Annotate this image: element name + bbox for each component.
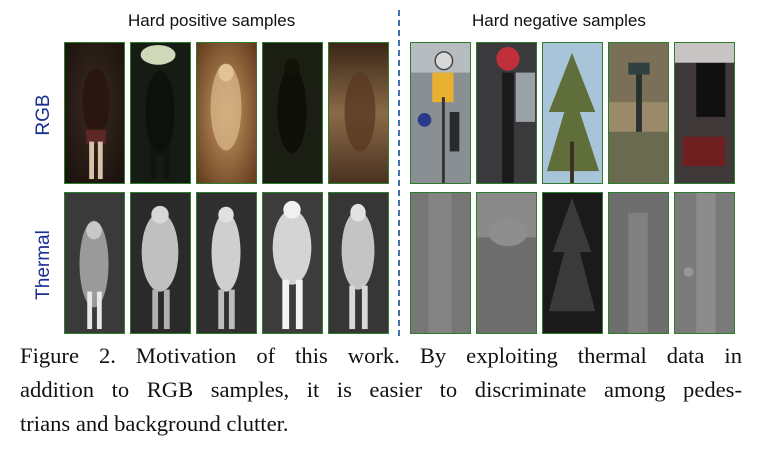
figure-caption: Figure 2. Motivation of this work. By ex…: [20, 339, 742, 441]
rgb-positive-sample-2: [130, 42, 191, 184]
caption-line-2: addition to RGB samples, it is easier to…: [20, 377, 742, 402]
thermal-positive-sample-1: [64, 192, 125, 334]
rgb-negative-sample-3: [542, 42, 603, 184]
header-hard-negative: Hard negative samples: [472, 11, 646, 30]
rgb-positive-sample-5: [328, 42, 389, 184]
rgb-positive-sample-4: [262, 42, 323, 184]
rgb-negative-sample-1: [410, 42, 471, 184]
thermal-negative-sample-1: [410, 192, 471, 334]
thermal-negative-sample-3: [542, 192, 603, 334]
thermal-negative-sample-4: [608, 192, 669, 334]
caption-line-3: trians and background clutter.: [20, 411, 289, 436]
row-label-rgb: RGB: [33, 94, 54, 136]
thermal-negative-sample-5: [674, 192, 735, 334]
thermal-negative-sample-2: [476, 192, 537, 334]
header-hard-positive: Hard positive samples: [128, 11, 296, 30]
rgb-negative-sample-2: [476, 42, 537, 184]
rgb-negative-sample-4: [608, 42, 669, 184]
thermal-positive-sample-3: [196, 192, 257, 334]
thermal-positive-sample-5: [328, 192, 389, 334]
rgb-negative-sample-5: [674, 42, 735, 184]
caption-line-1: Figure 2. Motivation of this work. By ex…: [20, 343, 742, 368]
divider-line: [398, 10, 400, 336]
thermal-positive-sample-4: [262, 192, 323, 334]
rgb-positive-sample-3: [196, 42, 257, 184]
rgb-positive-sample-1: [64, 42, 125, 184]
thermal-positive-sample-2: [130, 192, 191, 334]
row-label-thermal: Thermal: [33, 230, 54, 300]
